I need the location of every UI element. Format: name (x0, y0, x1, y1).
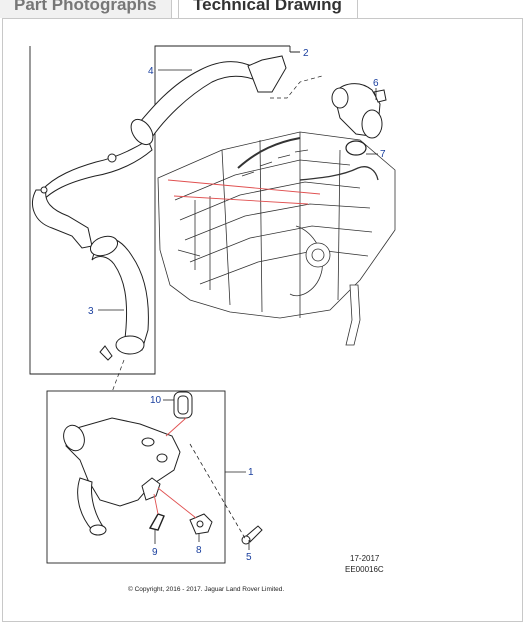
callout-9: 9 (152, 530, 158, 558)
red-leader-lines (153, 179, 321, 519)
callout-8: 8 (196, 534, 202, 556)
callout-1: 1 (248, 467, 254, 478)
bolt-part-5 (241, 525, 263, 545)
svg-text:9: 9 (152, 547, 158, 558)
gasket-part-10 (173, 391, 193, 419)
engine-assembly (157, 131, 396, 346)
svg-text:8: 8 (196, 545, 202, 556)
black-leader-lines (189, 443, 247, 541)
thermostat-housing-part-1 (63, 417, 181, 536)
clip-part-9 (148, 513, 165, 531)
callout-5: 5 (246, 540, 252, 563)
lower-hose-part-3 (89, 235, 149, 361)
tab-bar: Part Photographs Technical Drawing (0, 0, 526, 22)
drawing-ref-code: EE00016C (345, 565, 384, 574)
thermostat-group-box (46, 390, 226, 564)
svg-text:1: 1 (248, 467, 254, 478)
tab-technical-drawing[interactable]: Technical Drawing (178, 0, 358, 18)
callout-2: 2 (290, 48, 309, 59)
svg-text:6: 6 (373, 78, 379, 89)
callout-3: 3 (88, 306, 124, 317)
svg-text:7: 7 (380, 149, 386, 160)
callout-10: 10 (150, 395, 174, 406)
svg-text:2: 2 (303, 48, 309, 59)
callout-6: 6 (373, 78, 379, 100)
svg-text:10: 10 (150, 395, 162, 406)
drawing-ref-date: 17-2017 (350, 554, 380, 563)
oring-part-7 (345, 140, 367, 156)
tab-part-photographs[interactable]: Part Photographs (0, 0, 172, 18)
housing-part-6 (331, 83, 387, 139)
callout-7: 7 (366, 149, 386, 160)
upper-hose-part-4 (32, 55, 287, 249)
svg-text:3: 3 (88, 306, 94, 317)
svg-text:4: 4 (148, 66, 154, 77)
copyright-notice: © Copyright, 2016 - 2017. Jaguar Land Ro… (128, 585, 284, 593)
callout-4: 4 (148, 66, 192, 77)
svg-text:5: 5 (246, 552, 252, 563)
sensor-part-8 (189, 513, 213, 535)
